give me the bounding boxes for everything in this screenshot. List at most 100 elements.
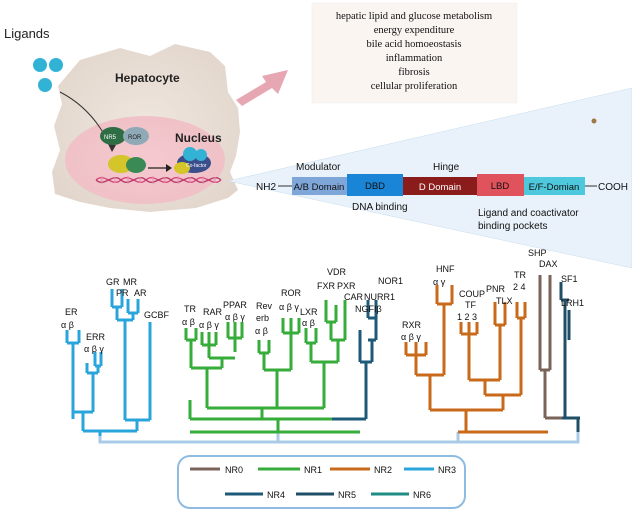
label-rar-sub: α β γ xyxy=(199,320,219,330)
ligands-label: Ligands xyxy=(4,26,50,41)
legend-label: NR3 xyxy=(438,465,456,475)
label-coup: COUP xyxy=(459,289,485,299)
tree-nr3 xyxy=(65,289,152,436)
lbd-block xyxy=(477,174,524,196)
d-domain-label: D Domain xyxy=(419,182,461,193)
label-mr: MR xyxy=(123,277,137,287)
label-lrh1: LRH1 xyxy=(561,298,584,308)
label-er-sub: α β xyxy=(61,320,74,330)
activation-arrow-head xyxy=(166,164,172,172)
label-gr: GR xyxy=(106,277,120,287)
ab-domain-label: A/B Domain xyxy=(294,182,345,193)
legend-item-nr5: NR5 xyxy=(296,490,356,500)
tree-root xyxy=(98,430,580,444)
legend-item-nr6: NR6 xyxy=(371,490,431,500)
ligand-dot xyxy=(33,58,47,72)
label-ror: ROR xyxy=(281,288,302,298)
function-item: bile acid homoeostasis xyxy=(366,39,461,50)
label-tf-sub: 1 2 3 xyxy=(457,312,477,322)
function-item: cellular proliferation xyxy=(371,81,458,92)
dna-helix xyxy=(95,176,222,184)
bound-ligand xyxy=(183,147,197,161)
nr5-blob xyxy=(100,127,126,145)
label-tr-sub: α β xyxy=(182,317,195,327)
label-err: ERR xyxy=(86,332,106,342)
label-ar: AR xyxy=(134,288,147,298)
legend-item-nr4: NR4 xyxy=(225,490,285,500)
label-nurr1: NURR1 xyxy=(364,292,395,302)
hinge-label: Hinge xyxy=(433,162,460,173)
receptor-blob xyxy=(126,157,146,173)
label-tr2: TR xyxy=(514,270,526,280)
cofactor-label: Co-factor xyxy=(186,163,207,169)
tree-nr0 xyxy=(538,275,562,420)
label-fxr: FXR xyxy=(317,281,336,291)
marker-dot xyxy=(591,118,597,124)
label-pr: PR xyxy=(116,288,129,298)
ef-domain-block xyxy=(524,177,585,195)
legend-box xyxy=(177,455,466,509)
label-ppar: PPAR xyxy=(223,300,247,310)
label-hnf: HNF xyxy=(436,264,455,274)
label-ngfib: NGFIβ xyxy=(355,304,382,314)
label-ppar-sub: α β γ xyxy=(225,312,245,322)
lbd-label: LBD xyxy=(491,181,510,192)
label-lxr-sub: α β xyxy=(302,318,315,328)
legend-label: NR5 xyxy=(338,490,356,500)
functions-box xyxy=(311,2,518,104)
label-sf1: SF1 xyxy=(561,274,578,284)
label-pnr: PNR xyxy=(486,284,506,294)
legend-item-nr3: NR3 xyxy=(404,465,456,475)
label-rxr-sub: α β γ xyxy=(401,332,421,342)
hepatocyte-label: Hepatocyte xyxy=(115,71,180,85)
dbd-label: DBD xyxy=(365,181,385,192)
dbd-block xyxy=(347,174,403,196)
ror-label: ROR xyxy=(128,135,142,141)
legend-label: NR0 xyxy=(225,465,243,475)
dna-binding-label: DNA binding xyxy=(352,202,408,213)
ligand-binding-label-2: binding pockets xyxy=(478,221,548,232)
outcome-arrow xyxy=(236,70,288,106)
legend-label: NR2 xyxy=(374,465,392,475)
tree-nr2 xyxy=(404,285,548,434)
legend-item-nr2: NR2 xyxy=(330,465,392,475)
nr5-label: NR5 xyxy=(104,135,117,141)
label-dax: DAX xyxy=(539,259,558,269)
tree-nr5 xyxy=(559,282,580,432)
label-car: CAR xyxy=(344,292,364,302)
legend-item-nr0: NR0 xyxy=(190,465,243,475)
label-erb: erb xyxy=(256,313,269,323)
function-item: hepatic lipid and glucose metabolism xyxy=(336,11,492,22)
d-domain-block xyxy=(403,177,477,195)
label-rar: RAR xyxy=(203,307,223,317)
function-item: energy expenditure xyxy=(374,25,455,36)
label-hnf-sub: α γ xyxy=(433,277,446,287)
receptor-blob xyxy=(174,162,190,174)
nh2-label: NH2 xyxy=(256,182,276,193)
tree-labels: ER α β ERR α β γ GR MR PR AR GCBF TR α β… xyxy=(61,248,584,354)
tree-nr1 xyxy=(184,300,360,434)
label-lxr: LXR xyxy=(300,307,318,317)
label-rev: Rev xyxy=(256,301,273,311)
ror-blob xyxy=(123,127,149,145)
legend-label: NR6 xyxy=(413,490,431,500)
label-pxr: PXR xyxy=(337,281,356,291)
label-ror-sub: α β γ xyxy=(279,302,299,312)
modulator-label: Modulator xyxy=(296,162,341,173)
label-tf: TF xyxy=(465,300,476,310)
label-err-sub: α β γ xyxy=(84,344,104,354)
label-tlx: TLX xyxy=(496,296,513,306)
legend-label: NR4 xyxy=(267,490,285,500)
label-rxr: RXR xyxy=(402,320,422,330)
entry-arrow-head xyxy=(108,144,116,152)
ab-domain-block xyxy=(292,177,347,195)
function-item: inflammation xyxy=(386,53,443,64)
label-vdr: VDR xyxy=(327,267,347,277)
bound-ligand xyxy=(195,149,207,161)
label-rev-sub: α β xyxy=(255,326,268,336)
legend-label: NR1 xyxy=(304,465,322,475)
label-nor1: NOR1 xyxy=(378,276,403,286)
ligand-binding-label: Ligand and coactivator xyxy=(478,208,579,219)
